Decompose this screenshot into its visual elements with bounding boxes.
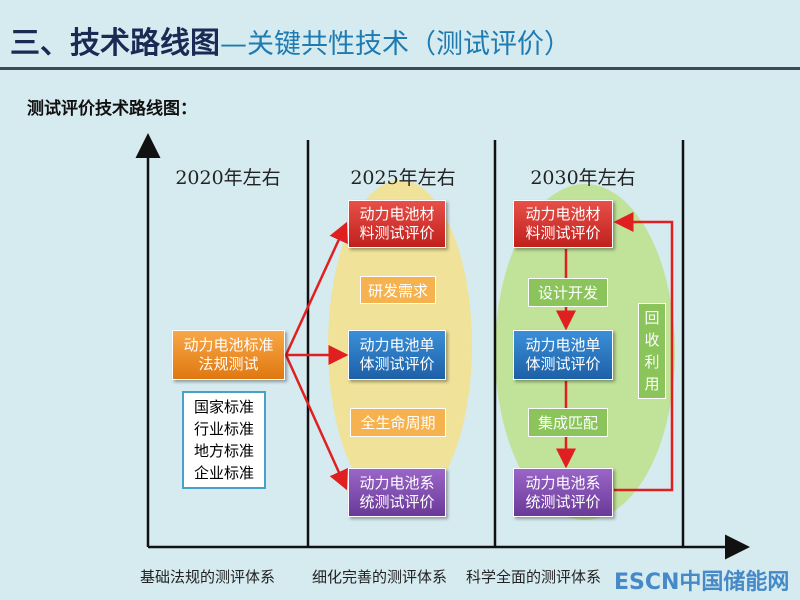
footer-label-2: 细化完善的测评体系 — [312, 568, 448, 586]
standard-item: 行业标准 — [193, 420, 254, 438]
title-sub: —关键共性技术（测试评价） — [220, 29, 571, 60]
standard-item: 地方标准 — [193, 442, 254, 460]
watermark-logo: ESCN中国储能网 — [614, 570, 790, 595]
tag-recycle: 回收利用 — [638, 303, 666, 399]
arrow-to-system — [284, 354, 348, 491]
material-test-2025: 动力电池材料测试评价 — [348, 200, 446, 248]
title-main: 三、技术路线图 — [10, 26, 220, 61]
standard-item: 企业标准 — [193, 464, 254, 482]
standards-list: 国家标准 行业标准 地方标准 企业标准 — [182, 391, 266, 489]
cell-test-2025: 动力电池单体测试评价 — [348, 330, 446, 380]
tag-integration: 集成匹配 — [528, 408, 608, 437]
title-divider — [0, 67, 800, 70]
page-title: 三、技术路线图—关键共性技术（测试评价） — [10, 18, 571, 62]
year-2030: 2030年左右 — [530, 167, 636, 189]
year-2025: 2025年左右 — [350, 167, 456, 189]
cell-test-2030: 动力电池单体测试评价 — [513, 330, 613, 380]
tag-rd-demand: 研发需求 — [360, 276, 436, 304]
tag-lifecycle: 全生命周期 — [350, 408, 446, 437]
tag-design: 设计开发 — [528, 278, 608, 307]
section-subtitle: 测试评价技术路线图： — [27, 99, 197, 119]
arrow-to-material — [284, 221, 348, 356]
system-test-2025: 动力电池系统测试评价 — [348, 468, 446, 517]
standard-item: 国家标准 — [193, 398, 254, 416]
material-test-2030: 动力电池材料测试评价 — [513, 200, 613, 248]
system-test-2030: 动力电池系统测试评价 — [513, 468, 613, 517]
year-2020: 2020年左右 — [175, 167, 281, 189]
standard-test-box: 动力电池标准法规测试 — [172, 330, 285, 380]
footer-label-1: 基础法规的测评体系 — [140, 568, 276, 586]
recycle-loop-arrow — [613, 212, 674, 492]
footer-label-3: 科学全面的测评体系 — [466, 568, 602, 586]
